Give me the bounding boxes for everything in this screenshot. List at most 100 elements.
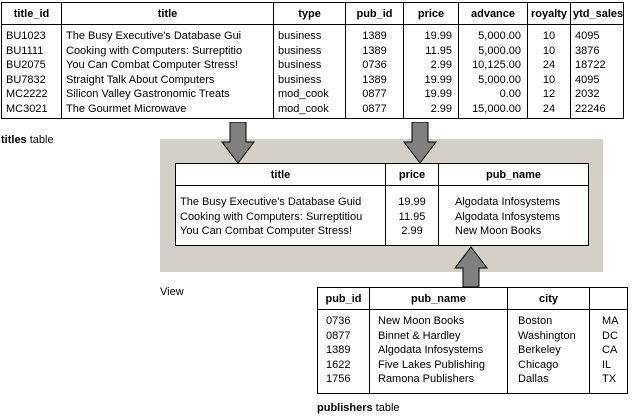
table-cell: 1389 xyxy=(317,343,370,358)
table-row: MC2222 Silicon Valley Gastronomic Treats… xyxy=(1,87,624,102)
table-cell: 19.99 xyxy=(403,24,459,44)
publishers-caption-bold: publishers xyxy=(317,402,373,414)
titles-header-type: type xyxy=(273,2,346,25)
view-header-price: price xyxy=(385,163,439,186)
table-cell: 1389 xyxy=(345,72,404,87)
table-row: BU7832 Straight Talk About Computers bus… xyxy=(1,72,624,87)
table-cell: 10 xyxy=(527,72,571,87)
table-cell: Ramona Publishers xyxy=(369,372,508,394)
table-row: You Can Combat Computer Stress! 2.99 New… xyxy=(175,224,589,246)
table-cell: business xyxy=(273,43,346,58)
table-cell: Algodata Infosystems xyxy=(438,209,589,224)
publishers-header-city: city xyxy=(507,287,590,310)
table-cell: The Busy Executive's Database Guid xyxy=(175,185,386,210)
table-cell: Washington xyxy=(507,328,590,343)
table-cell: Five Lakes Publishing xyxy=(369,357,508,372)
table-cell: 12 xyxy=(527,87,571,102)
table-cell: business xyxy=(273,72,346,87)
table-row: 0736 New Moon Books Boston MA xyxy=(317,309,628,329)
table-cell: The Gourmet Microwave xyxy=(61,101,274,119)
arrow-down-icon xyxy=(403,122,437,164)
table-cell: 0.00 xyxy=(458,87,528,102)
table-cell: BU2075 xyxy=(1,58,62,73)
table-cell: You Can Combat Computer Stress! xyxy=(61,58,274,73)
table-cell: BU7832 xyxy=(1,72,62,87)
table-cell: BU1023 xyxy=(1,24,62,44)
table-cell: Silicon Valley Gastronomic Treats xyxy=(61,87,274,102)
table-cell: Cooking with Computers: Surreptitiou xyxy=(175,209,386,224)
table-cell: BU1111 xyxy=(1,43,62,58)
table-cell: 4095 xyxy=(570,24,624,44)
table-cell: business xyxy=(273,58,346,73)
view-header-pub-name: pub_name xyxy=(438,163,589,186)
view-header-title: title xyxy=(175,163,386,186)
table-cell: 19.99 xyxy=(403,72,459,87)
table-cell: 22246 xyxy=(570,101,624,119)
arrow-up-icon xyxy=(454,246,488,288)
table-cell: 10 xyxy=(527,24,571,44)
table-cell: 0877 xyxy=(345,101,404,119)
table-cell: Cooking with Computers: Surreptitio xyxy=(61,43,274,58)
table-cell: 5,000.00 xyxy=(458,24,528,44)
table-cell: 0877 xyxy=(345,87,404,102)
table-cell: business xyxy=(273,24,346,44)
table-cell: CA xyxy=(589,343,628,358)
publishers-header-state xyxy=(589,287,628,310)
table-row: MC3021 The Gourmet Microwave mod_cook 08… xyxy=(1,101,624,119)
publishers-header-pub-name: pub_name xyxy=(369,287,508,310)
table-cell: MA xyxy=(589,309,628,329)
table-cell: 1622 xyxy=(317,357,370,372)
table-row: Cooking with Computers: Surreptitiou 11.… xyxy=(175,209,589,224)
table-cell: 2032 xyxy=(570,87,624,102)
table-cell: 0877 xyxy=(317,328,370,343)
table-cell: New Moon Books xyxy=(438,224,589,246)
table-cell: 4095 xyxy=(570,72,624,87)
titles-header-royalty: royalty xyxy=(527,2,571,25)
table-cell: 5,000.00 xyxy=(458,43,528,58)
table-row: BU2075 You Can Combat Computer Stress! b… xyxy=(1,58,624,73)
table-row: The Busy Executive's Database Guid 19.99… xyxy=(175,185,589,210)
titles-table-caption: titles table xyxy=(1,134,54,146)
publishers-header-pub-id: pub_id xyxy=(317,287,370,310)
table-cell: Berkeley xyxy=(507,343,590,358)
table-cell: 0736 xyxy=(345,58,404,73)
publishers-table: pub_id pub_name city 0736 New Moon Books… xyxy=(317,287,628,394)
titles-header-advance: advance xyxy=(458,2,528,25)
table-cell: TX xyxy=(589,372,628,394)
table-cell: 10,125.00 xyxy=(458,58,528,73)
table-row: BU1111 Cooking with Computers: Surreptit… xyxy=(1,43,624,58)
table-cell: mod_cook xyxy=(273,87,346,102)
table-cell: 2.99 xyxy=(385,224,439,246)
titles-table: title_id title type pub_id price advance… xyxy=(1,2,624,119)
titles-header-ytd-sales: ytd_sales xyxy=(570,2,624,25)
table-cell: 19.99 xyxy=(403,87,459,102)
table-cell: 19.99 xyxy=(385,185,439,210)
table-cell: 11.95 xyxy=(385,209,439,224)
table-cell: Boston xyxy=(507,309,590,329)
table-cell: Algodata Infosystems xyxy=(369,343,508,358)
table-cell: Dallas xyxy=(507,372,590,394)
table-cell: You Can Combat Computer Stress! xyxy=(175,224,386,246)
table-cell: mod_cook xyxy=(273,101,346,119)
titles-header-pub-id: pub_id xyxy=(345,2,404,25)
table-cell: 3876 xyxy=(570,43,624,58)
table-cell: Straight Talk About Computers xyxy=(61,72,274,87)
table-cell: 1756 xyxy=(317,372,370,394)
titles-header-title: title xyxy=(61,2,274,25)
table-cell: New Moon Books xyxy=(369,309,508,329)
table-cell: 10 xyxy=(527,43,571,58)
table-cell: 5,000.00 xyxy=(458,72,528,87)
table-cell: 24 xyxy=(527,101,571,119)
titles-caption-rest: table xyxy=(26,134,54,146)
table-cell: Algodata Infosystems xyxy=(438,185,589,210)
table-cell: 2.99 xyxy=(403,58,459,73)
titles-header-title-id: title_id xyxy=(1,2,62,25)
table-row: 0877 Binnet & Hardley Washington DC xyxy=(317,328,628,343)
table-cell: 0736 xyxy=(317,309,370,329)
table-cell: Chicago xyxy=(507,357,590,372)
table-cell: IL xyxy=(589,357,628,372)
table-cell: 15,000.00 xyxy=(458,101,528,119)
table-cell: 11.95 xyxy=(403,43,459,58)
table-cell: 1389 xyxy=(345,43,404,58)
arrow-down-icon xyxy=(221,122,255,164)
